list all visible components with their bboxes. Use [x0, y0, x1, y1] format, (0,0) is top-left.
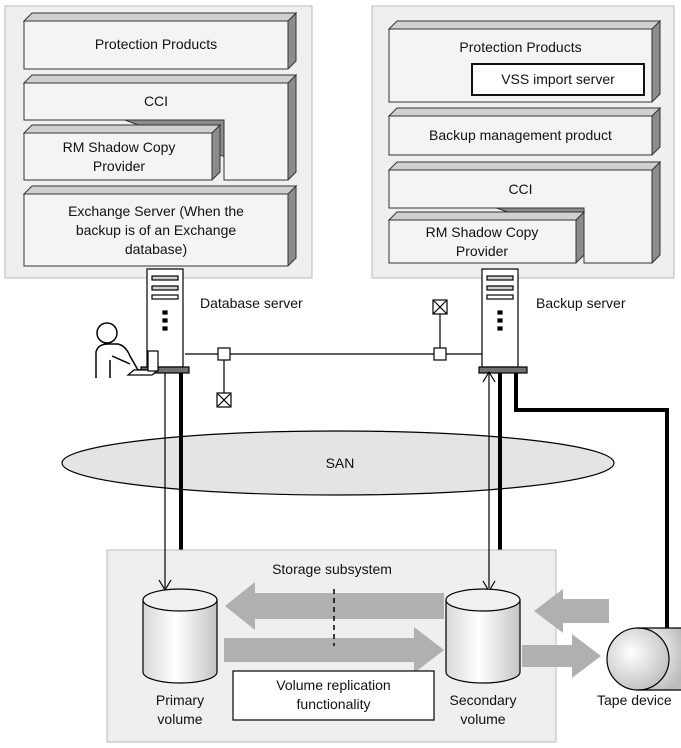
tape-device-label: Tape device — [597, 692, 672, 708]
vss-import-server-box — [471, 63, 645, 96]
san-label: SAN — [325, 455, 355, 471]
laptop-icon — [126, 350, 160, 376]
lan-terminator-bottom — [216, 392, 232, 408]
db-rm-shadow-copy-box — [22, 123, 222, 181]
lan-terminator-top — [432, 299, 448, 315]
arrow-primary-to-secondary — [224, 627, 444, 673]
storage-subsystem-label: Storage subsystem — [272, 561, 392, 577]
volume-replication-label: Volume replication functionality — [276, 677, 391, 712]
secondary-volume-label: Secondary volume — [449, 692, 517, 727]
backup-server-computer-icon — [478, 268, 528, 374]
volume-replication-box — [232, 670, 435, 721]
db-protection-products-label: Protection Products — [94, 36, 218, 52]
bk-protection-products-label: Protection Products — [459, 39, 582, 55]
database-server-label: Database server — [200, 295, 303, 311]
db-rm-shadow-copy-label: RM Shadow Copy Provider — [62, 139, 176, 174]
bk-protection-products-box — [387, 19, 662, 103]
bk-rm-shadow-copy-label: RM Shadow Copy Provider — [425, 224, 539, 259]
backup-server-label: Backup server — [536, 295, 626, 311]
primary-volume-label: Primary volume — [155, 692, 205, 727]
server-volume-arrows — [158, 370, 496, 593]
bk-backup-management-box — [387, 106, 662, 156]
tape-device-cable — [514, 373, 669, 660]
bk-rm-shadow-copy-box — [387, 210, 586, 264]
db-cci-label: CCI — [143, 93, 169, 109]
tape-device-icon — [606, 627, 681, 691]
lan-node-left — [217, 347, 231, 361]
db-protection-products-box — [22, 11, 298, 70]
db-exchange-server-label: Exchange Server (When the backup is of a… — [68, 203, 244, 257]
vss-import-server-label: VSS import server — [501, 71, 615, 87]
arrow-secondary-to-tape — [522, 634, 601, 678]
san-ellipse — [61, 430, 615, 496]
bk-backup-management-label: Backup management product — [429, 127, 612, 143]
lan-network — [185, 299, 485, 408]
replication-arrows — [224, 582, 609, 678]
db-exchange-server-box — [22, 184, 298, 267]
database-server-computer-icon — [140, 268, 190, 374]
arrow-secondary-to-primary — [225, 582, 444, 630]
lan-node-right — [433, 347, 447, 361]
arrow-tape-to-secondary — [534, 589, 609, 633]
bk-cci-label: CCI — [508, 181, 533, 197]
secondary-volume-cylinder — [445, 588, 521, 684]
primary-volume-cylinder — [142, 588, 218, 684]
